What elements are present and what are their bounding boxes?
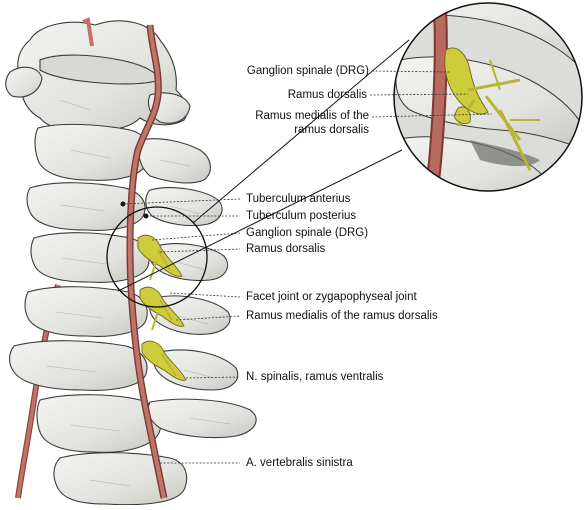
label-a-vertebralis: A. vertebralis sinistra	[246, 457, 353, 469]
inset-label-ganglion-spinale: Ganglion spinale (DRG)	[246, 65, 369, 77]
shading	[45, 99, 231, 487]
inset-label-ramus-dorsalis: Ramus dorsalis	[287, 89, 367, 101]
label-n-spinalis: N. spinalis, ramus ventralis	[246, 371, 384, 383]
magnification-connector-top	[192, 39, 410, 224]
leader-lines	[122, 70, 493, 464]
vertebral-column	[5, 20, 257, 506]
label-ramus-medialis: Ramus medialis of the ramus dorsalis	[246, 310, 438, 322]
inset-label-ramus-medialis-line2: ramus dorsalis	[294, 124, 369, 136]
inset-view	[394, 3, 582, 191]
magnification-connector-bottom	[117, 149, 403, 292]
label-ganglion-spinale: Ganglion spinale (DRG)	[246, 227, 369, 239]
inset-circle	[393, 2, 583, 192]
label-facet-joint: Facet joint or zygapophyseal joint	[246, 291, 417, 303]
label-tuberculum-posterius: Tuberculum posterius	[246, 210, 357, 222]
label-ramus-dorsalis: Ramus dorsalis	[246, 243, 326, 255]
magnification-circle	[106, 206, 208, 308]
label-tuberculum-anterius: Tuberculum anterius	[246, 193, 351, 205]
inset-label-ramus-medialis-line1: Ramus medialis of the	[255, 110, 369, 122]
